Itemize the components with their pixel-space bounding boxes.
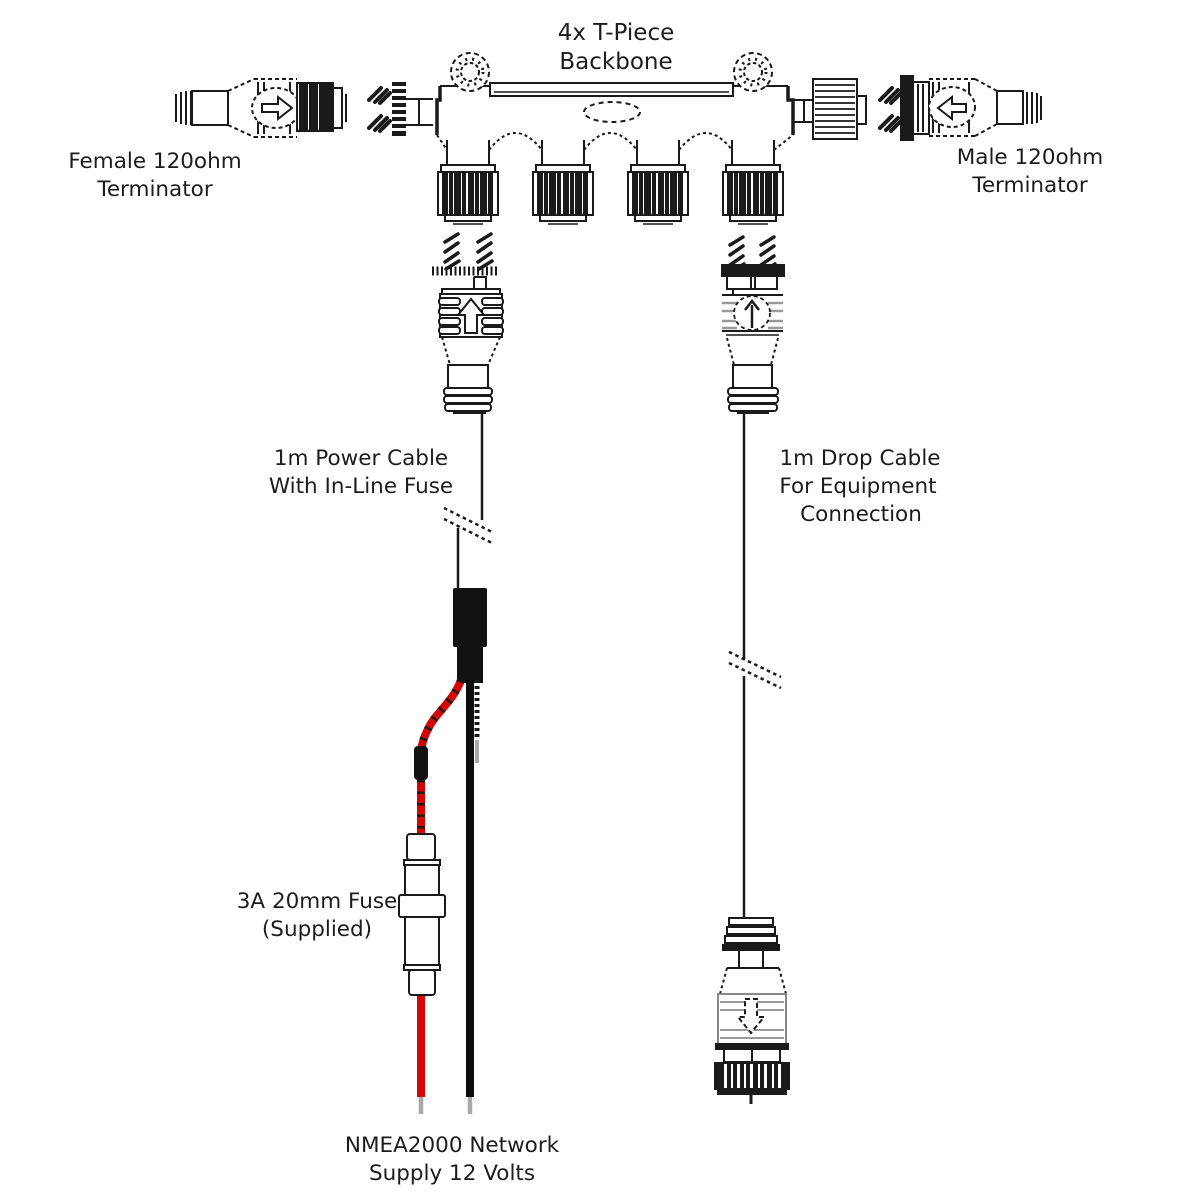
backbone-screw-knob-left [450,52,490,92]
backbone-title-line1: 4x T-Piece [558,20,675,46]
fuse-label-line2: (Supplied) [262,917,372,942]
cable-break-marks [728,650,782,690]
male-terminator-label-line1: Male 120ohm [957,145,1104,170]
drop-cable-connector-top [721,235,785,414]
backbone-port-1 [437,140,499,225]
backbone-4-port-t-piece [435,52,795,225]
drop-cable-connector-bottom [714,917,790,1104]
backbone-port-4 [722,140,784,225]
power-cable [443,414,493,590]
drop-cable-label-line3: Connection [800,502,922,527]
male-terminator [878,75,1042,141]
right-arrow-icon [261,94,294,122]
red-positive-wire [414,678,465,1114]
female-terminator-label-line1: Female 120ohm [68,149,241,174]
down-arrow-icon [735,998,767,1035]
backbone-port-2 [532,140,594,225]
cable-break-marks [443,506,493,545]
backbone-port-3 [627,140,689,225]
wire-sleeve [414,746,428,780]
backbone-right-socket [793,78,867,140]
up-arrow-icon [744,298,760,328]
male-terminator-label-line2: Terminator [971,173,1087,198]
backbone-title-line2: Backbone [559,49,672,75]
left-arrow-icon [936,94,967,122]
cable-splice-sleeve [453,588,487,683]
backbone-screw-knob-right [733,52,773,92]
supply-label-line2: Supply 12 Volts [369,1161,535,1186]
drop-cable [728,414,782,918]
up-arrow-icon [455,297,487,334]
drop-cable-label-line1: 1m Drop Cable [779,446,940,471]
power-cable-label-line2: With In-Line Fuse [269,474,453,499]
fuse-label-line1: 3A 20mm Fuse [237,889,398,914]
supply-label-line1: NMEA2000 Network [345,1133,560,1158]
female-terminator [175,78,347,138]
power-cable-label-line1: 1m Power Cable [274,446,448,471]
diagram-labels: 4x T-Piece Backbone Female 120ohm Termin… [68,20,1103,1186]
backbone-left-socket [367,82,433,136]
female-terminator-label-line2: Terminator [96,177,212,202]
power-cable-connector [432,232,504,414]
drop-cable-label-line2: For Equipment [779,474,936,499]
backbone-label-oval [583,101,641,123]
inline-fuse-holder [398,833,446,996]
